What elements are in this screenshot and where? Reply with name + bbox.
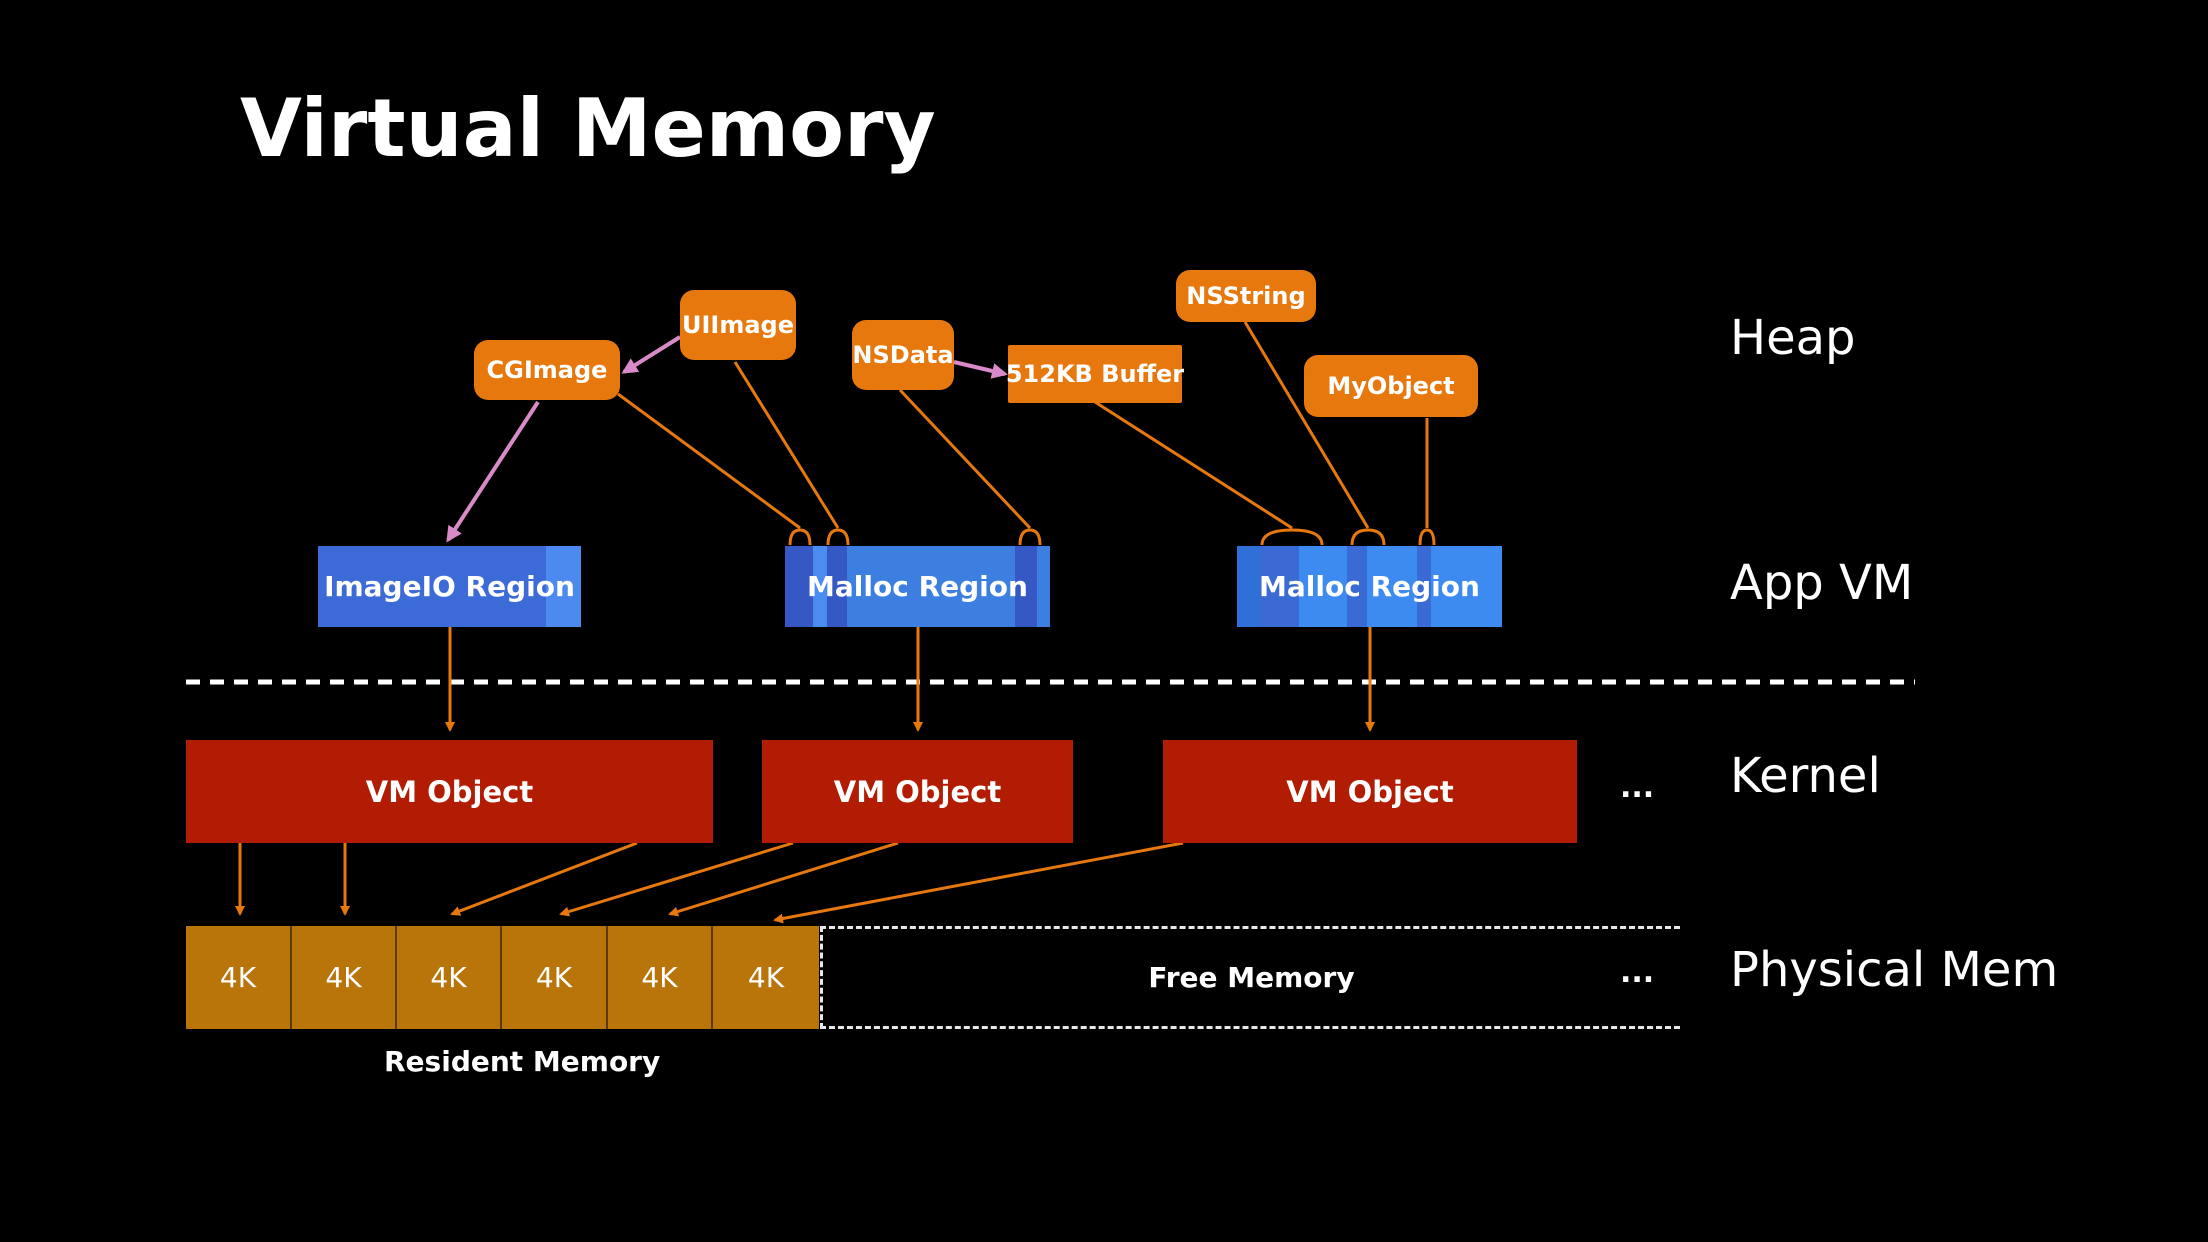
free-memory-box: Free Memory <box>820 926 1680 1029</box>
layer-label-app-vm: App VM <box>1730 555 1914 611</box>
free-memory-label: Free Memory <box>1148 961 1355 994</box>
page-4k-2: 4K <box>292 926 397 1029</box>
page-4k-1: 4K <box>186 926 292 1029</box>
page-4k-3: 4K <box>397 926 502 1029</box>
malloc-region-2: Malloc Region <box>1237 546 1502 627</box>
heap-node-myobject: MyObject <box>1304 355 1478 417</box>
page-4k-6: 4K <box>713 926 819 1029</box>
imageio-region-label: ImageIO Region <box>324 570 575 603</box>
kernel-ellipsis: ... <box>1620 770 1655 805</box>
heap-node-uiimage: UIImage <box>680 290 796 360</box>
resident-memory-label: Resident Memory <box>384 1045 661 1078</box>
heap-node-nsstring: NSString <box>1176 270 1316 322</box>
uiimage-to-cgimage-arrow <box>621 335 682 374</box>
layer-label-kernel: Kernel <box>1730 748 1881 804</box>
malloc-region-1: Malloc Region <box>785 546 1050 627</box>
malloc-region-2-label: Malloc Region <box>1259 570 1480 603</box>
page-4k-4: 4K <box>502 926 608 1029</box>
vm-object-3: VM Object <box>1163 740 1577 843</box>
slide-title: Virtual Memory <box>240 82 936 175</box>
heap-node-nsdata: NSData <box>852 320 954 390</box>
heap-node-cgimage: CGImage <box>474 340 620 400</box>
imageio-region: ImageIO Region <box>318 546 581 627</box>
cgimage-to-imageio-arrow <box>446 400 540 543</box>
nsdata-to-buffer-arrow <box>953 360 1008 379</box>
malloc-region-1-label: Malloc Region <box>807 570 1028 603</box>
physical-ellipsis: ... <box>1620 955 1655 990</box>
vm-object-2: VM Object <box>762 740 1073 843</box>
layer-label-heap: Heap <box>1730 310 1856 366</box>
page-4k-5: 4K <box>608 926 713 1029</box>
vm-object-1: VM Object <box>186 740 713 843</box>
layer-label-physical-mem: Physical Mem <box>1730 942 2059 998</box>
heap-node-512kb-buffer: 512KB Buffer <box>1006 345 1184 403</box>
